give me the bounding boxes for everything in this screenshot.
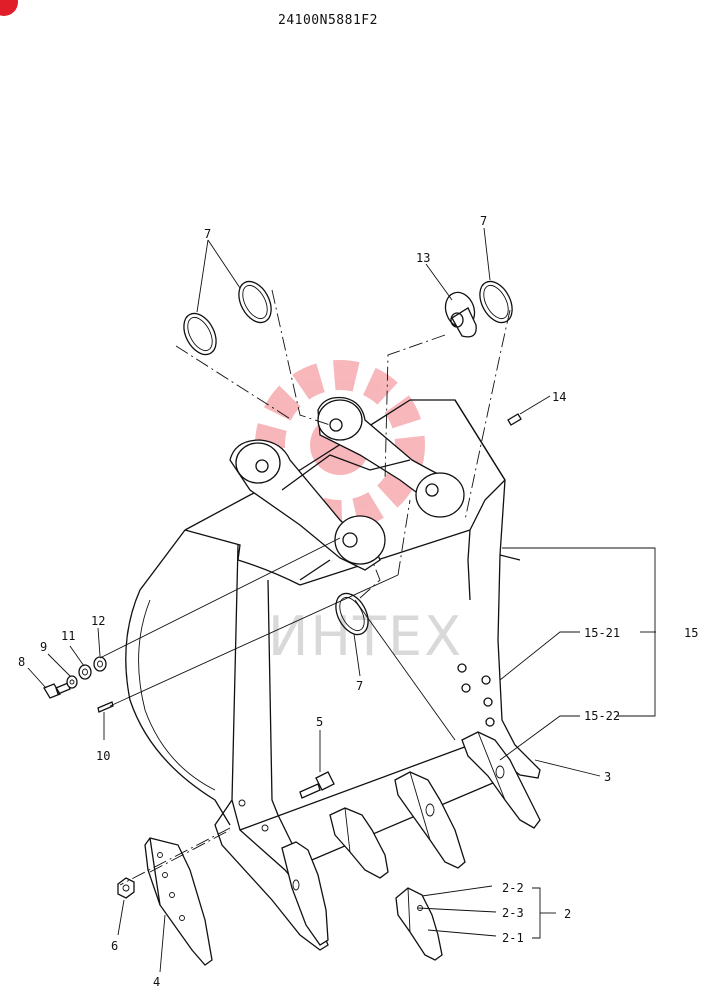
- bolt-hole: [481, 675, 491, 685]
- washer-11: [78, 664, 92, 680]
- callout-7-top-left: 7: [204, 227, 211, 241]
- bucket-side-plate-right: [454, 399, 541, 779]
- bucket-side-wall-left: [125, 529, 231, 826]
- drawing-code: 24100N5881F2: [278, 13, 378, 28]
- callout-5: 5: [316, 715, 323, 729]
- bolt-hole: [485, 717, 495, 727]
- o-ring-right: [479, 280, 513, 324]
- callout-4: 4: [153, 975, 160, 989]
- callout-7-top-right: 7: [480, 214, 487, 228]
- bolt-5: [299, 771, 335, 799]
- callout-3: 3: [604, 770, 611, 784]
- callout-7-lower: 7: [356, 679, 363, 693]
- watermark-text: ИНТЕХ: [268, 605, 463, 668]
- bucket-cutting-edge: [239, 744, 471, 831]
- bolt-8: [43, 682, 71, 699]
- callout-2-2: 2-2: [502, 881, 524, 895]
- bolt-hole: [483, 697, 493, 707]
- corner-badge: [0, 0, 18, 16]
- bolt-hole: [461, 683, 471, 693]
- boss-front-right: [415, 472, 465, 518]
- tooth-exploded-2: [395, 887, 443, 961]
- callout-15: 15: [684, 626, 698, 640]
- nut-6: [117, 877, 135, 899]
- boss-rear-left: [235, 442, 281, 484]
- bushing-13: [444, 291, 477, 338]
- leader-lines: [27, 227, 656, 973]
- callout-2-3: 2-3: [502, 906, 524, 920]
- tooth-2: [394, 771, 466, 869]
- callout-14: 14: [552, 390, 566, 404]
- callout-labels: 7 7 13 14 15 15-21 15-22 12 11 9 8 10 7 …: [18, 214, 698, 989]
- callout-6: 6: [111, 939, 118, 953]
- callout-10: 10: [96, 749, 110, 763]
- callout-13: 13: [416, 251, 430, 265]
- pin-10: [97, 701, 114, 713]
- tooth-left-corner: [281, 841, 329, 946]
- tooth-3: [461, 731, 541, 829]
- callout-8: 8: [18, 655, 25, 669]
- callout-15-22: 15-22: [584, 709, 620, 723]
- callout-9: 9: [40, 640, 47, 654]
- washer-9: [66, 675, 78, 689]
- grease-fitting-14: [507, 413, 522, 426]
- side-cutter-4: [144, 837, 213, 966]
- o-ring-left-outer: [183, 312, 217, 356]
- callout-2: 2: [564, 907, 571, 921]
- link-brackets: [229, 396, 465, 581]
- tooth-1: [329, 807, 389, 879]
- callout-11: 11: [61, 629, 75, 643]
- o-ring-lower: [335, 592, 369, 636]
- bolt-hole: [457, 663, 467, 673]
- callout-12: 12: [91, 614, 105, 628]
- o-ring-left-inner: [238, 280, 272, 324]
- callout-2-1: 2-1: [502, 931, 524, 945]
- bucket-side-plate-left: [214, 544, 329, 951]
- callout-15-21: 15-21: [584, 626, 620, 640]
- washer-12: [93, 656, 107, 672]
